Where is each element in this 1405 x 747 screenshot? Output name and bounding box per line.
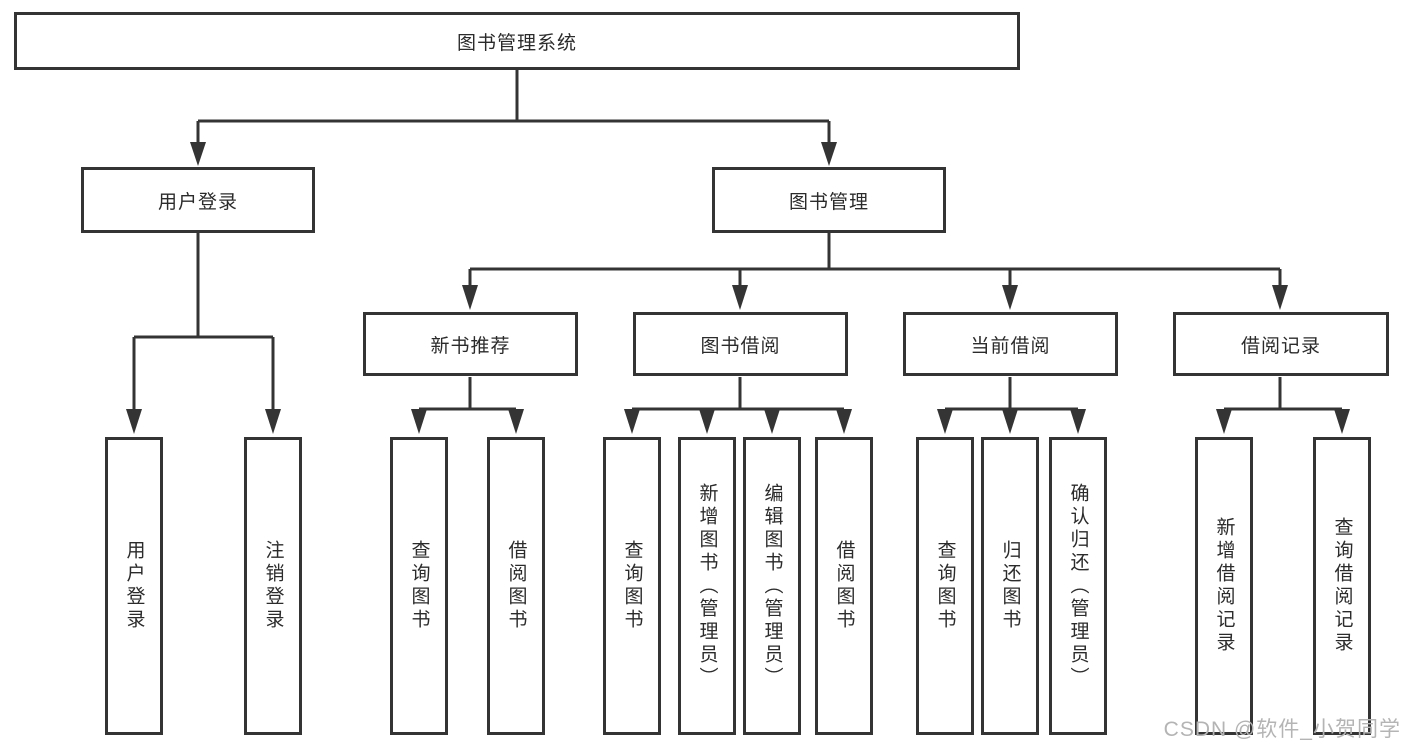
leaf-confirm-return-admin: 确认归还（管理员） <box>1049 437 1107 735</box>
connector-current-group <box>943 377 1080 411</box>
connector-bookmgmt-to-level3 <box>468 233 1282 287</box>
connector-record-group <box>1222 377 1344 411</box>
leaf-query-books-borrow: 查询图书 <box>603 437 661 735</box>
csdn-watermark: CSDN @软件_小贺同学 <box>1163 718 1401 741</box>
leaf-edit-books-admin: 编辑图书（管理员） <box>743 437 801 735</box>
node-new-book-recommend: 新书推荐 <box>363 312 578 376</box>
connector-borrow-group <box>630 377 846 411</box>
node-current-borrow: 当前借阅 <box>903 312 1118 376</box>
arrowheads-current-group <box>937 409 1086 434</box>
arrowheads-level2 <box>190 142 837 166</box>
leaf-borrow-books-recommend: 借阅图书 <box>487 437 545 735</box>
leaf-borrow-books: 借阅图书 <box>815 437 873 735</box>
arrowheads-borrow-group <box>624 409 852 434</box>
arrowheads-newbook-group <box>411 409 524 434</box>
connector-newbook-group <box>417 377 518 411</box>
leaf-logout: 注销登录 <box>244 437 302 735</box>
arrowheads-level3 <box>462 285 1288 310</box>
arrowheads-record-group <box>1216 409 1350 434</box>
node-book-borrow: 图书借阅 <box>633 312 848 376</box>
leaf-query-borrow-record: 查询借阅记录 <box>1313 437 1371 735</box>
leaf-user-login: 用户登录 <box>105 437 163 735</box>
node-borrow-record: 借阅记录 <box>1173 312 1389 376</box>
leaf-return-books: 归还图书 <box>981 437 1039 735</box>
node-book-management: 图书管理 <box>712 167 946 233</box>
connector-root-to-level2 <box>196 70 831 144</box>
node-user-login: 用户登录 <box>81 167 315 233</box>
leaf-add-borrow-record: 新增借阅记录 <box>1195 437 1253 735</box>
connector-userlogin-group <box>132 233 275 410</box>
node-library-management-system: 图书管理系统 <box>14 12 1020 70</box>
leaf-query-books-recommend: 查询图书 <box>390 437 448 735</box>
leaf-query-books-current: 查询图书 <box>916 437 974 735</box>
leaf-add-books-admin: 新增图书（管理员） <box>678 437 736 735</box>
arrowheads-userlogin-group <box>126 409 281 434</box>
